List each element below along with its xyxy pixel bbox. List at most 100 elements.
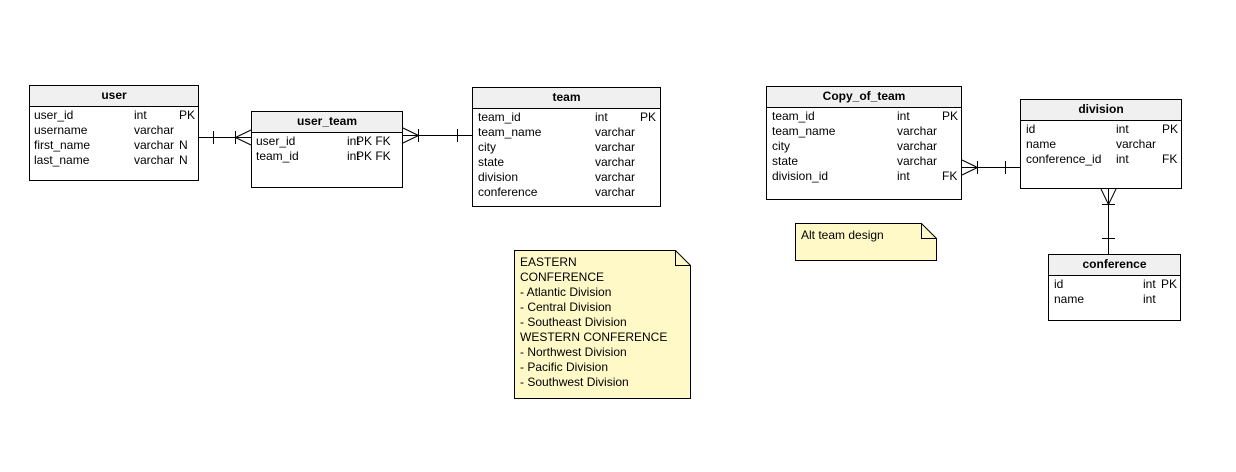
column-key: PK FK: [356, 149, 391, 163]
table-title: Copy_of_team: [767, 87, 961, 108]
table-row[interactable]: team_id int PK: [767, 109, 961, 124]
column-key: FK: [1162, 152, 1178, 166]
column-name: team_name: [478, 125, 542, 139]
column-type: varchar: [897, 124, 938, 138]
column-name: team_id: [772, 109, 815, 123]
table-title: user: [30, 86, 198, 107]
column-name: id: [1054, 277, 1064, 291]
column-key: PK: [179, 108, 196, 122]
note-line: - Southeast Division: [520, 315, 627, 329]
column-name: name: [1026, 137, 1057, 151]
note-line: WESTERN CONFERENCE: [520, 330, 668, 344]
table-title: team: [473, 88, 660, 109]
column-type: int: [1143, 277, 1156, 291]
column-key: PK: [942, 109, 959, 123]
table-row[interactable]: team_id int PK: [473, 110, 660, 125]
note-shape: [514, 250, 691, 399]
relation-division-conference: [1100, 188, 1117, 254]
column-type: varchar: [134, 123, 175, 137]
table-row[interactable]: city varchar: [767, 139, 961, 154]
table-row[interactable]: state varchar: [767, 154, 961, 169]
table-row[interactable]: last_name varchar N: [30, 153, 198, 168]
table-title: division: [1021, 100, 1181, 121]
column-type: int: [897, 109, 910, 123]
table-row[interactable]: division_id int FK: [767, 169, 961, 184]
column-type: varchar: [134, 138, 175, 152]
column-name: name: [1054, 292, 1085, 306]
column-name: state: [478, 155, 505, 169]
table-row[interactable]: id int PK: [1021, 122, 1181, 137]
note-line: - Central Division: [520, 300, 612, 314]
table-title: conference: [1049, 255, 1180, 276]
column-type: varchar: [897, 154, 938, 168]
column-type: int: [1143, 292, 1156, 306]
table-row[interactable]: username varchar: [30, 123, 198, 138]
note-line: EASTERN: [520, 255, 577, 269]
column-name: team_id: [256, 149, 299, 163]
column-type: varchar: [595, 140, 636, 154]
column-key: PK: [640, 110, 657, 124]
column-name: conference: [478, 185, 538, 199]
column-type: varchar: [595, 155, 636, 169]
column-name: team_name: [772, 124, 836, 138]
column-name: state: [772, 154, 799, 168]
column-type: int: [347, 149, 360, 163]
column-type: varchar: [1116, 137, 1157, 151]
note-line: Alt team design: [801, 228, 884, 242]
column-key: PK: [1162, 122, 1179, 136]
table-row[interactable]: team_name varchar: [767, 124, 961, 139]
table-row[interactable]: name varchar: [1021, 137, 1181, 152]
table-row[interactable]: state varchar: [473, 155, 660, 170]
relation-user-user-team: [199, 129, 252, 146]
column-type: int: [897, 169, 910, 183]
column-name: user_id: [34, 108, 74, 122]
column-type: varchar: [897, 139, 938, 153]
column-name: username: [34, 123, 88, 137]
column-name: team_id: [478, 110, 521, 124]
note-text: Alt team design: [801, 228, 884, 243]
table-row[interactable]: name int: [1049, 292, 1180, 307]
column-type: int: [1116, 152, 1129, 166]
column-name: first_name: [34, 138, 91, 152]
relation-copy-of-team-division: [961, 159, 1021, 176]
column-name: city: [772, 139, 790, 153]
column-name: division: [478, 170, 519, 184]
column-key: FK: [942, 169, 958, 183]
column-key: N: [179, 153, 188, 167]
column-name: last_name: [34, 153, 90, 167]
column-name: id: [1026, 122, 1036, 136]
column-type: varchar: [134, 153, 175, 167]
note-alt-team[interactable]: Alt team design: [795, 223, 937, 261]
note-line: - Southwest Division: [520, 375, 629, 389]
note-line: CONFERENCE: [520, 270, 605, 284]
column-type: int: [595, 110, 608, 124]
note-line: - Pacific Division: [520, 360, 609, 374]
relation-user-team-team: [402, 127, 472, 144]
column-type: int: [1116, 122, 1129, 136]
note-shape: [795, 223, 937, 261]
column-name: division_id: [772, 169, 829, 183]
column-type: int: [347, 134, 360, 148]
